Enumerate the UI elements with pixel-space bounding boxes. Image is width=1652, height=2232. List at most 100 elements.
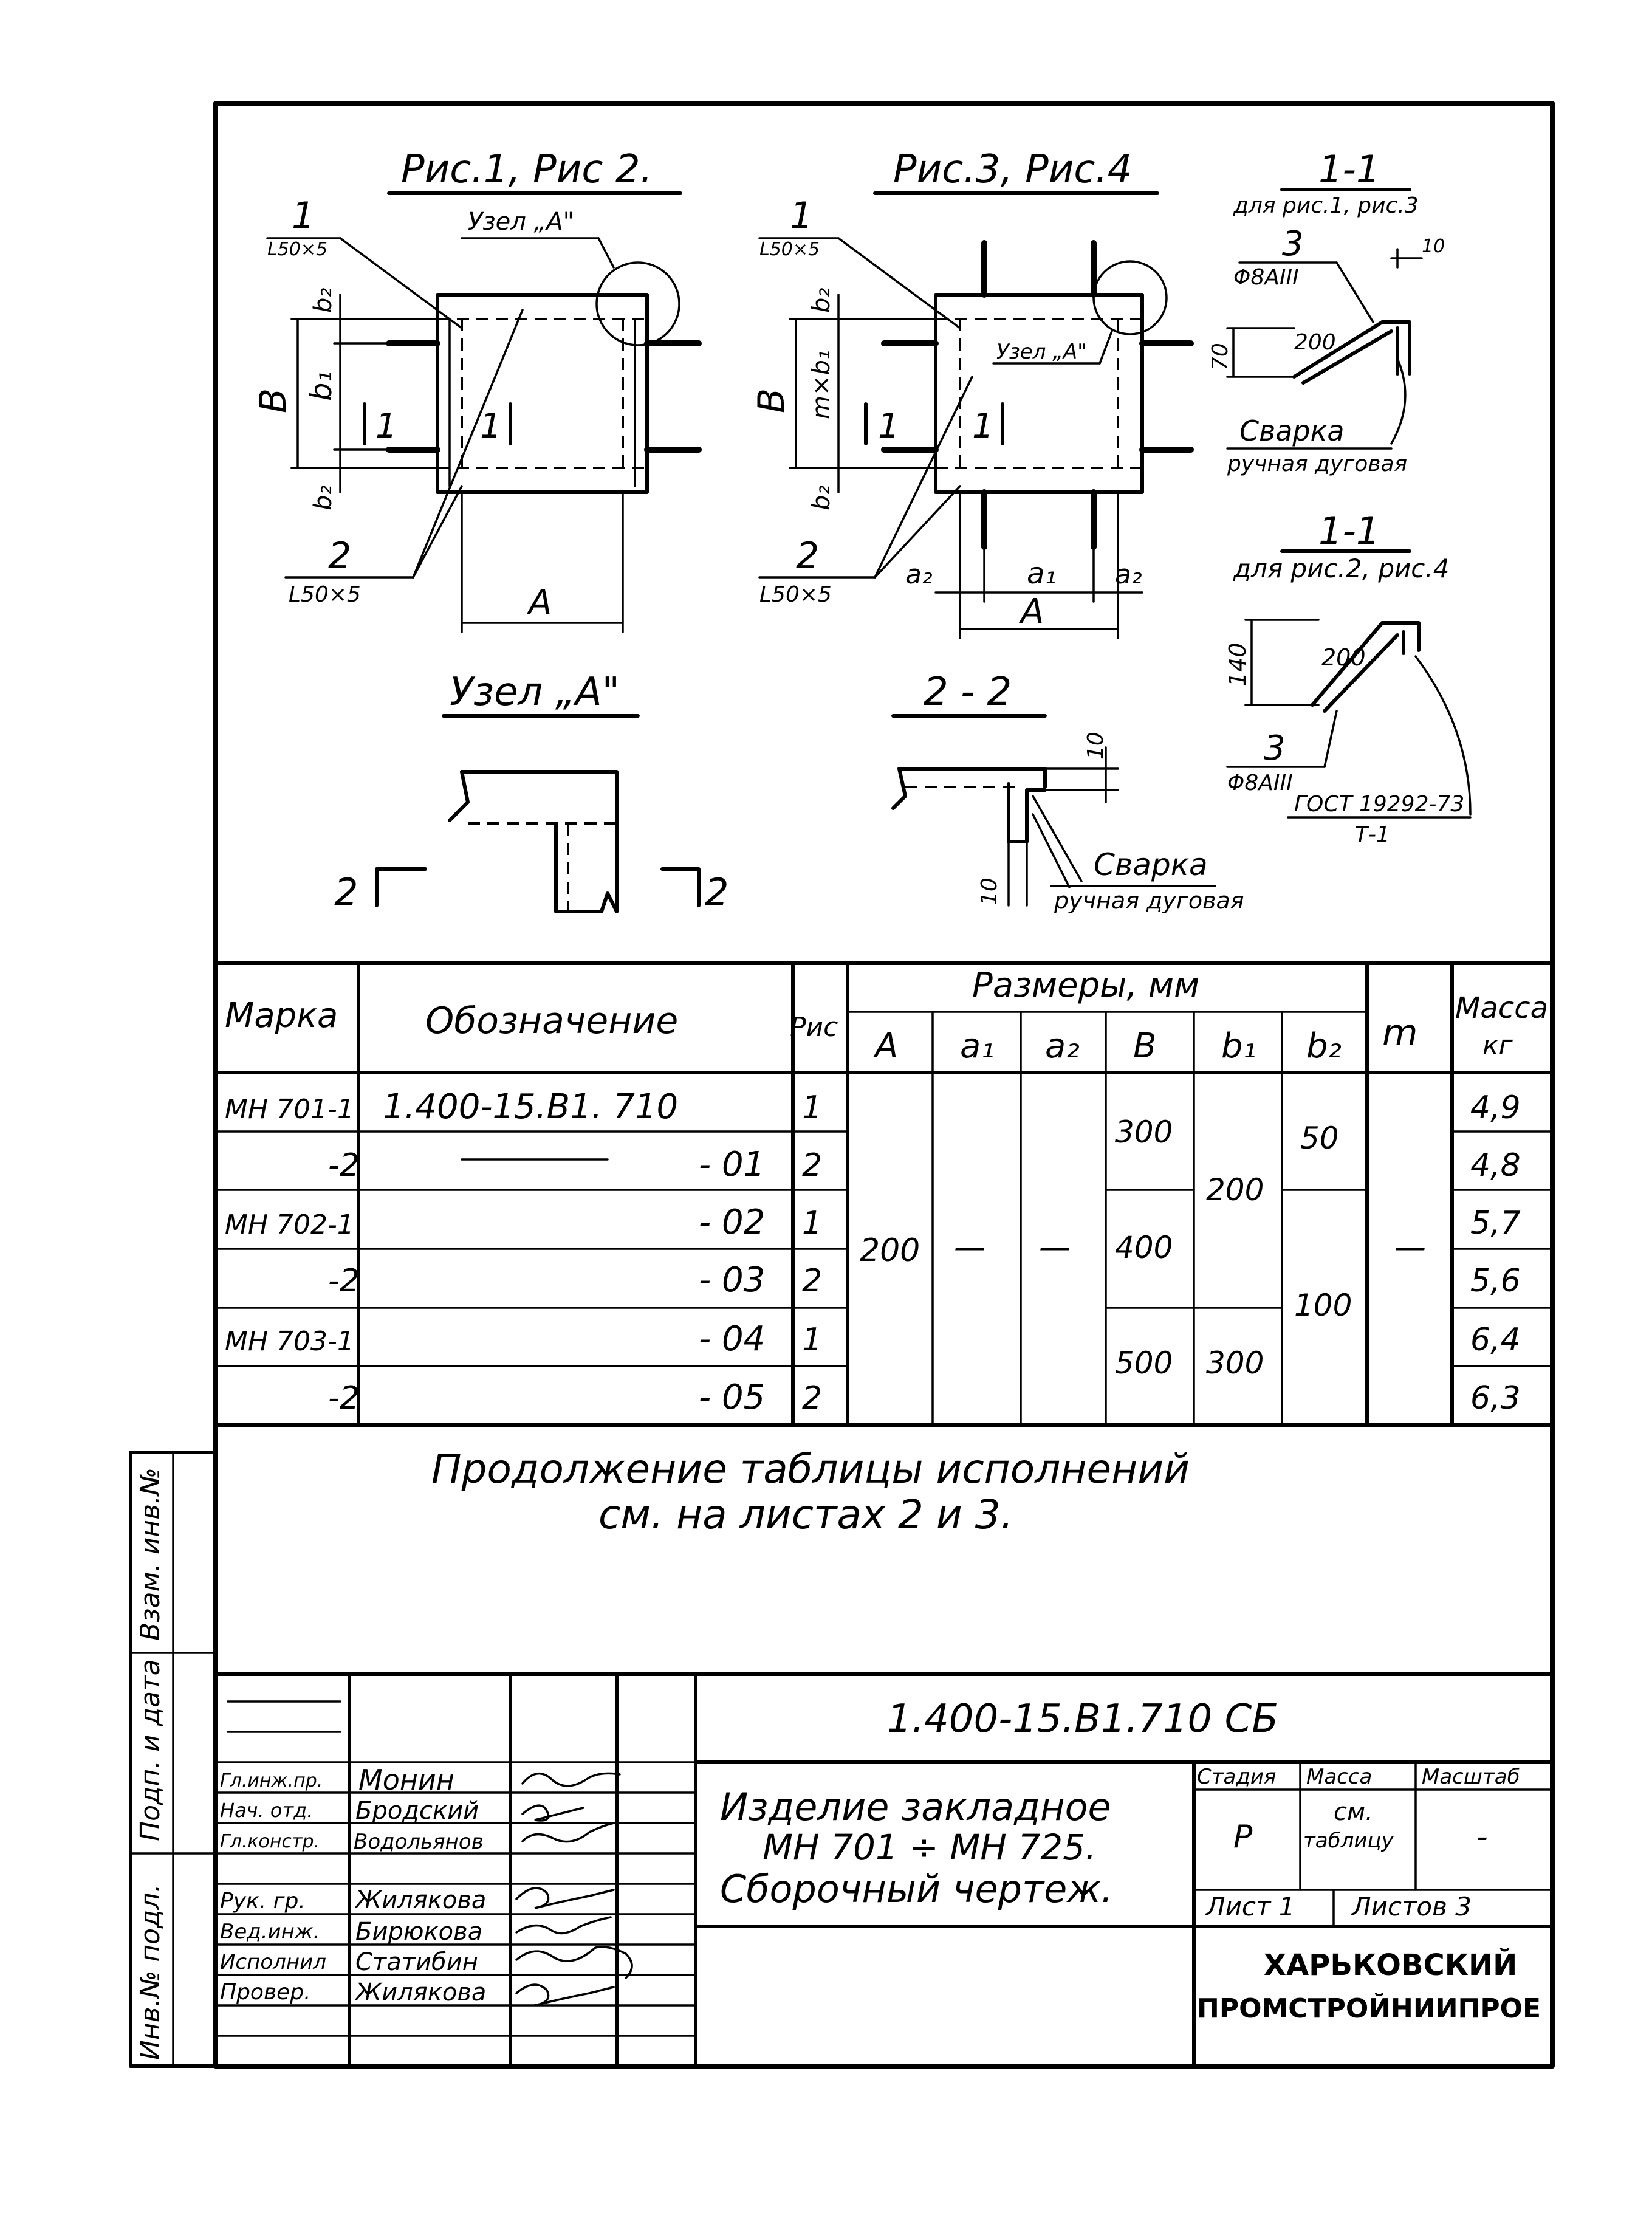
- title-block: Гл.инж.пр. Монин Нач. отд. Бродский Гл.к…: [214, 1672, 1554, 2068]
- section-22-title: 2 - 2: [924, 670, 1012, 715]
- stamp-podp: Подп. и дата: [135, 1659, 166, 1841]
- node-a-title: Узел „А": [450, 670, 620, 715]
- row3-marka: МН 702-1: [225, 1209, 354, 1240]
- fig34-dim-a2-left: a₂: [905, 559, 933, 590]
- th-B: B: [1133, 1026, 1156, 1066]
- row1-ris: 1: [802, 1090, 822, 1126]
- stadia-label: Стадия: [1197, 1765, 1276, 1789]
- sec22-dim-10-top: 10: [1083, 732, 1108, 760]
- fig12-dim-b2-top: b₂: [309, 288, 337, 313]
- fig34-title: Рис.3, Рис.4: [893, 147, 1133, 192]
- section-1-1-a: 1-1 для рис.1, рис.3 3 Φ8AIII 200 10 70 …: [1208, 147, 1445, 476]
- role-2: Нач. отд.: [220, 1799, 313, 1822]
- sec11a-dim-70: 70: [1208, 343, 1233, 371]
- cell-b1-300: 300: [1206, 1345, 1264, 1381]
- sec11b-dim-140: 140: [1224, 642, 1251, 687]
- role-6: Исполнил: [220, 1950, 326, 1974]
- fig34-dim-a2-right: a₂: [1115, 559, 1142, 590]
- th-oboznachenie: Обозначение: [425, 1000, 678, 1042]
- doc-code: 1.400-15.В1.710 СБ: [887, 1697, 1278, 1742]
- th-b2: b₂: [1306, 1026, 1342, 1066]
- fig12-pos2-num: 2: [328, 535, 351, 577]
- fig12-dim-B: B: [252, 388, 295, 413]
- th-a2: a₂: [1045, 1026, 1080, 1066]
- th-b1: b₁: [1221, 1026, 1256, 1066]
- fig34-pos2-num: 2: [796, 535, 819, 577]
- row2-massa: 4,8: [1470, 1147, 1521, 1184]
- stadia-val: Р: [1233, 1819, 1253, 1855]
- sec22-weld-sub: ручная дуговая: [1054, 887, 1244, 914]
- table-note: Продолжение таблицы исполнений см. на ли…: [431, 1446, 1190, 1538]
- specification-table: Марка Обозначение Рис Размеры, мм A a₁ a…: [214, 961, 1554, 1427]
- row6-marka: -2: [328, 1380, 360, 1416]
- fig12-sec1-right: 1: [480, 407, 502, 446]
- row6-ris: 2: [802, 1380, 822, 1416]
- row5-marka: МН 703-1: [225, 1326, 354, 1357]
- org-name-2: ПРОМСТРОЙНИИПРОЕ: [1197, 1992, 1541, 2024]
- row2-ris: 2: [802, 1147, 822, 1184]
- massa-label: Масса: [1306, 1765, 1372, 1789]
- role-5: Вед.инж.: [220, 1920, 320, 1944]
- node-a-detail: Узел „А" 2 2: [334, 670, 728, 915]
- stamp-inv: Инв.№ подл.: [135, 1884, 166, 2060]
- stamp-vzam: Взам. инв.№: [135, 1468, 166, 1641]
- fig34-sec1-right: 1: [972, 407, 994, 446]
- row2-obozn: - 01: [699, 1145, 765, 1184]
- cell-m: —: [1394, 1229, 1426, 1266]
- cell-B-500: 500: [1115, 1345, 1173, 1381]
- fig34-pos1-profile: L50×5: [759, 239, 820, 260]
- row5-massa: 6,4: [1470, 1322, 1521, 1358]
- sec22-dim-10-bot: 10: [977, 877, 1002, 905]
- sec11a-pos3-num: 3: [1282, 224, 1304, 264]
- sec11a-sub: для рис.1, рис.3: [1233, 193, 1419, 218]
- fig34-pos2-profile: L50×5: [759, 582, 832, 607]
- name-5: Бирюкова: [355, 1918, 482, 1946]
- fig34-dim-b2-bot: b₂: [807, 486, 835, 510]
- sec11a-weld-sub: ручная дуговая: [1227, 452, 1407, 476]
- section-2-2: 2 - 2 10 10 Сварка ручная дуговая: [891, 670, 1244, 914]
- fig34-dim-a1: a₁: [1027, 557, 1057, 591]
- row4-obozn: - 03: [699, 1260, 765, 1300]
- sec11a-pos3-bar: Φ8AIII: [1233, 265, 1299, 290]
- cell-a1: —: [954, 1229, 985, 1266]
- row5-ris: 1: [802, 1322, 822, 1358]
- th-A: A: [873, 1026, 898, 1066]
- cell-B-400: 400: [1115, 1230, 1173, 1265]
- row6-massa: 6,3: [1470, 1380, 1521, 1416]
- th-massa: Масса: [1455, 991, 1548, 1025]
- sec11b-pos3-bar: Φ8AIII: [1227, 771, 1293, 795]
- sec11a-title: 1-1: [1318, 147, 1380, 191]
- fig12-sec1-left: 1: [375, 407, 397, 446]
- masshtab-val: -: [1476, 1819, 1488, 1855]
- fig34-dim-B: B: [750, 388, 793, 413]
- sec11b-sub: для рис.2, рис.4: [1233, 554, 1449, 583]
- cell-b1-200: 200: [1206, 1172, 1264, 1207]
- fig34-dim-A: A: [1019, 592, 1044, 631]
- sec11b-pos3-num: 3: [1264, 729, 1286, 768]
- name-3: Водольянов: [354, 1830, 484, 1854]
- th-ris: Рис: [790, 1012, 838, 1043]
- fig12-pos1-profile: L50×5: [267, 239, 327, 260]
- row6-obozn: - 05: [699, 1378, 765, 1417]
- sec11b-dim-200: 200: [1321, 644, 1366, 671]
- cell-b2-100: 100: [1294, 1288, 1352, 1323]
- row3-massa: 5,7: [1470, 1205, 1521, 1241]
- role-7: Провер.: [220, 1980, 311, 2005]
- table-row: МН 703-1 - 04 1 6,4: [225, 1319, 1521, 1359]
- fig12-pos2-profile: L50×5: [289, 582, 361, 607]
- cell-b2-50: 50: [1300, 1121, 1339, 1156]
- listov-label: Листов 3: [1351, 1892, 1472, 1921]
- fig12-node-ref: Узел „А": [468, 208, 574, 236]
- fig34-dim-mxb1: m×b₁: [807, 350, 835, 419]
- row4-marka: -2: [328, 1263, 360, 1299]
- table-row: МН 701-1 1.400-15.В1. 710 1 4,9: [225, 1087, 1521, 1127]
- fig12-dim-A: A: [527, 583, 552, 622]
- name-4: Жилякова: [354, 1886, 486, 1914]
- cell-B-300: 300: [1115, 1114, 1173, 1150]
- th-marka: Марка: [225, 996, 338, 1035]
- cell-a2: —: [1039, 1229, 1071, 1266]
- fig34-node-ref: Узел „А": [996, 340, 1087, 364]
- fig12-pos1-num: 1: [292, 194, 315, 237]
- org-name-1: ХАРЬКОВСКИЙ: [1264, 1948, 1517, 1982]
